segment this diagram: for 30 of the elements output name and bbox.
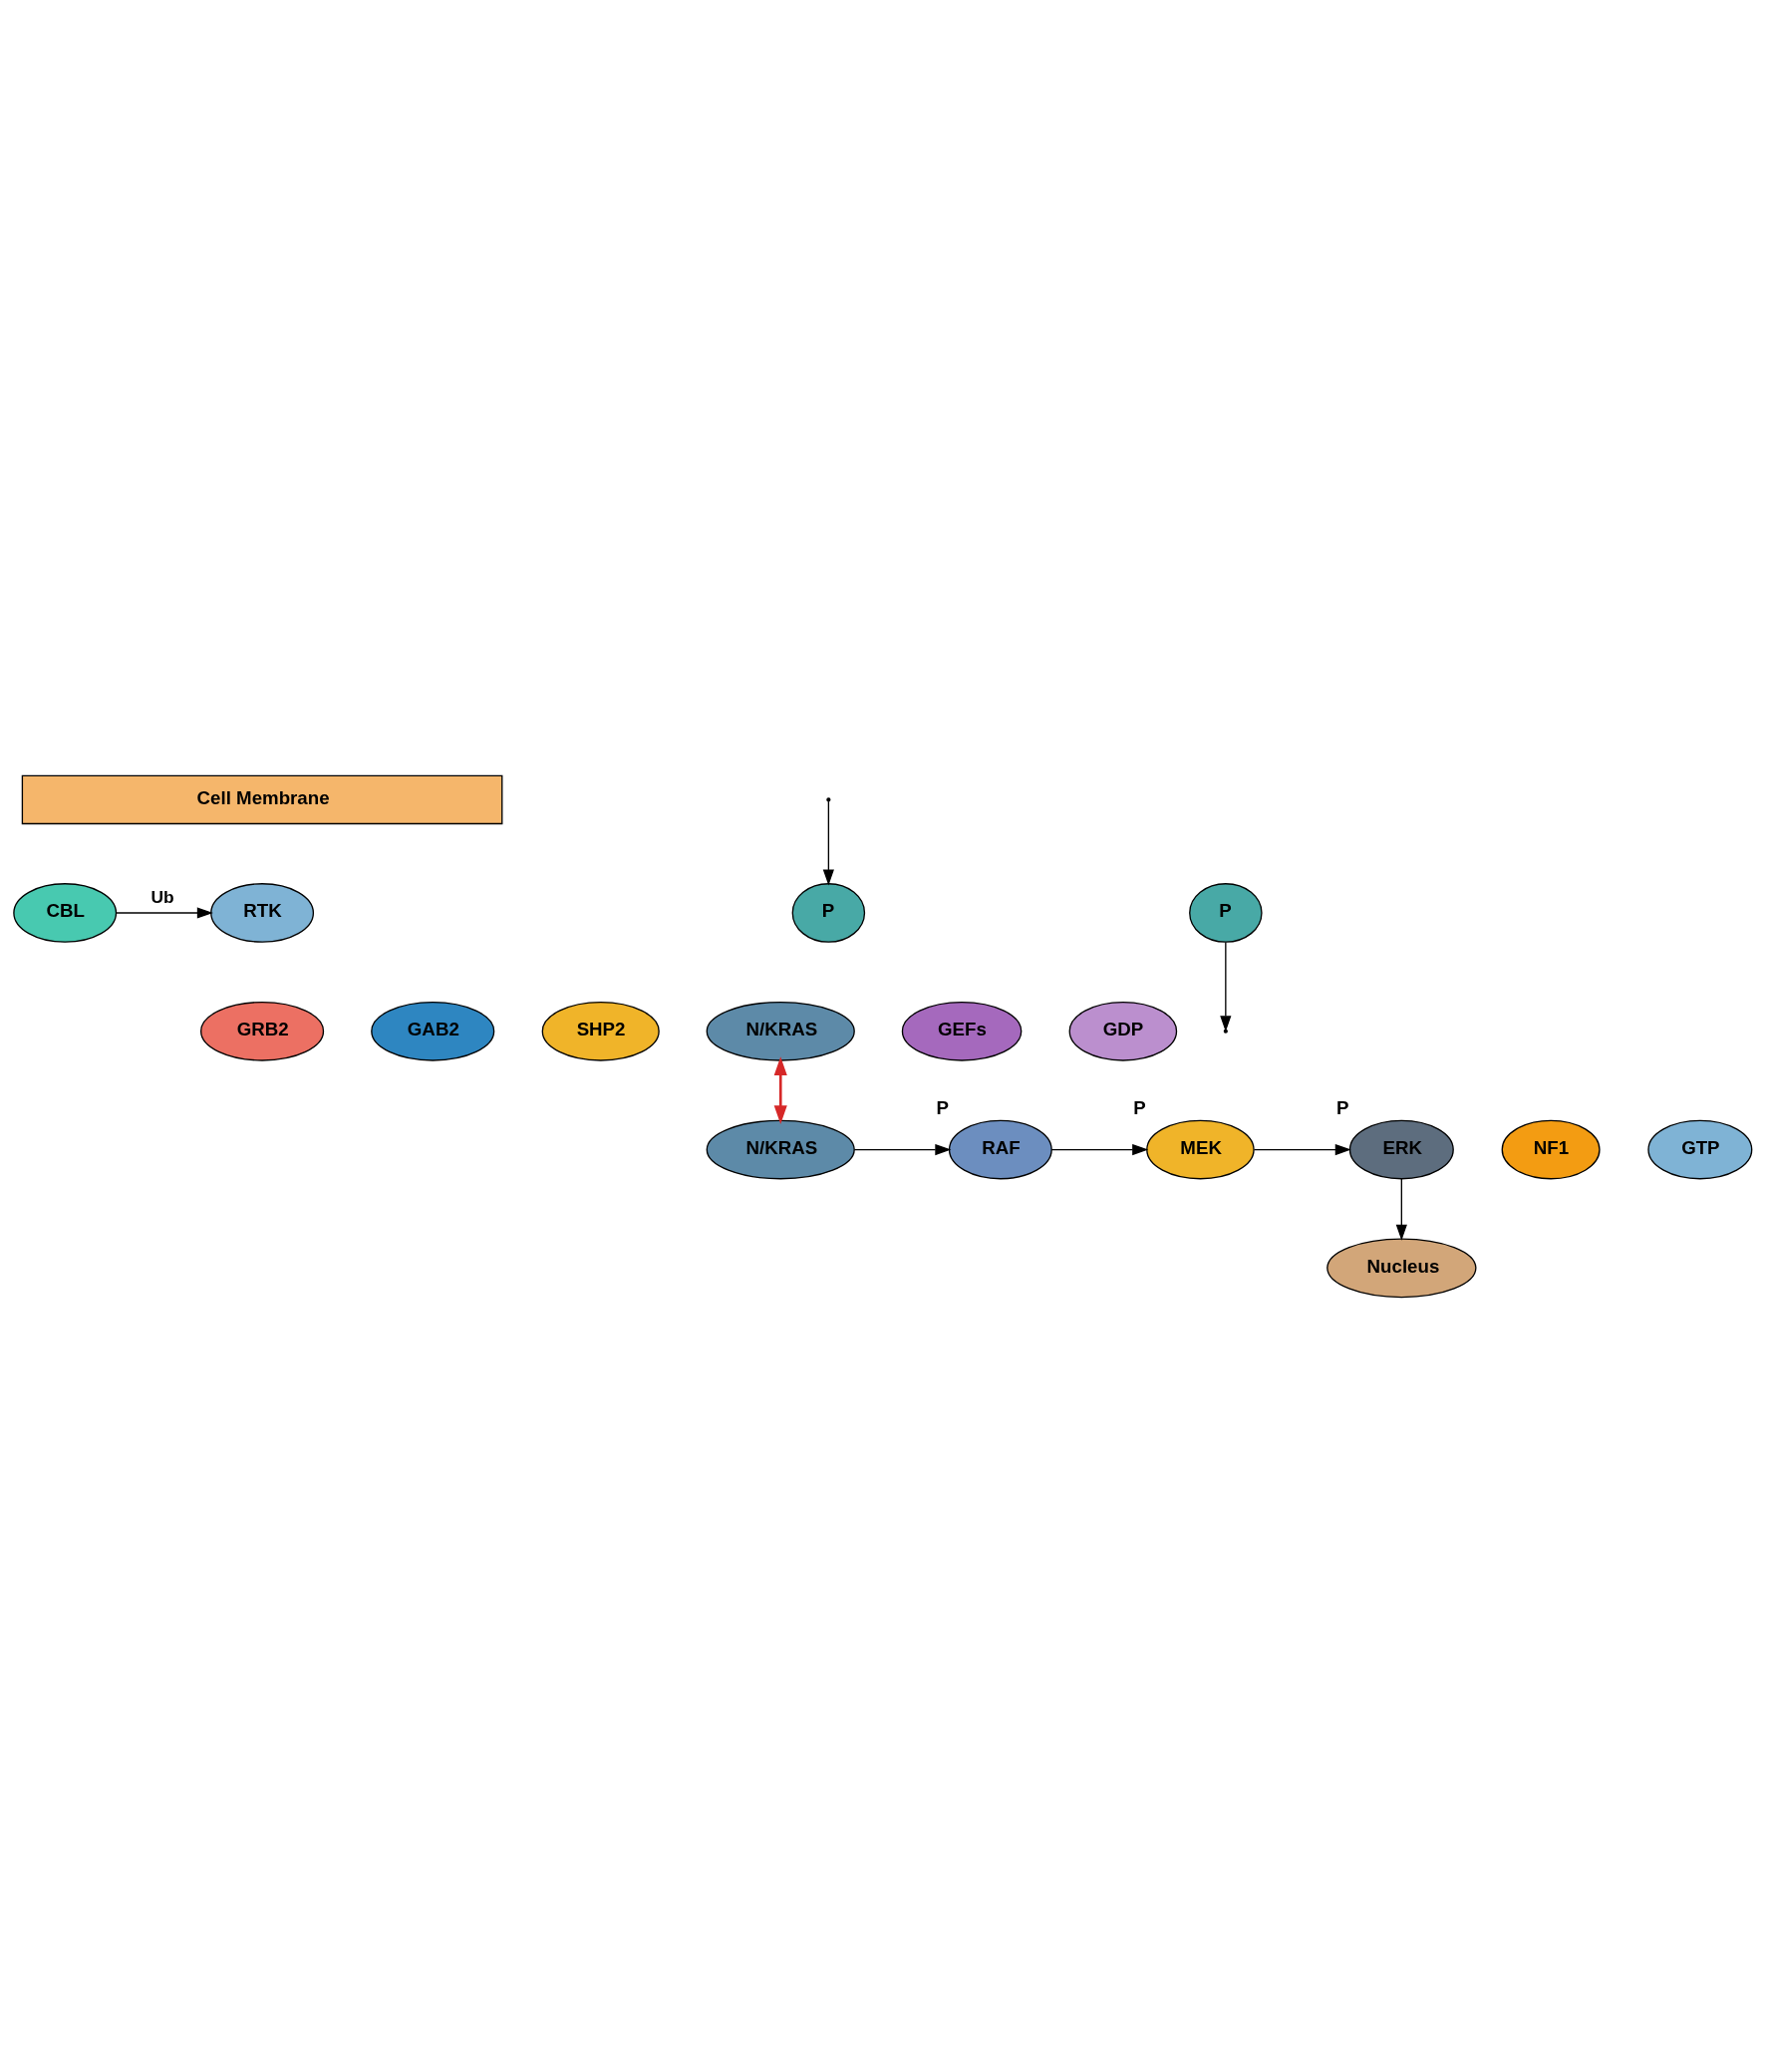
arrow [1050, 1143, 1149, 1155]
node-ellipse: CBL [13, 882, 118, 943]
arrow [1395, 1177, 1407, 1241]
arrow [1253, 1143, 1351, 1155]
node-ellipse: SHP2 [541, 1001, 660, 1061]
arrow [822, 799, 834, 885]
arrow [116, 906, 213, 919]
node-ellipse: N/KRAS [706, 1119, 855, 1179]
node-ellipse: P [1189, 882, 1263, 943]
node-ellipse: GRB2 [200, 1001, 325, 1061]
node-ellipse: GDP [1068, 1001, 1178, 1061]
node-ellipse: RTK [210, 882, 315, 943]
node-ellipse: NF1 [1501, 1119, 1601, 1179]
node-ellipse: N/KRAS [706, 1001, 855, 1061]
node-ellipse: RAF [948, 1119, 1052, 1179]
arrow [853, 1143, 952, 1155]
node-label: P [1335, 1096, 1349, 1118]
node-ellipse: GTP [1647, 1119, 1753, 1179]
node-ellipse: Nucleus [1326, 1237, 1477, 1298]
edge-label: Ub [150, 886, 174, 907]
node-ellipse: P [791, 882, 866, 943]
node-label: P [1133, 1096, 1146, 1118]
node-ellipse: GAB2 [371, 1001, 495, 1061]
node-ellipse: MEK [1146, 1119, 1255, 1179]
node-ellipse: GEFs [901, 1001, 1023, 1061]
arrow [1220, 941, 1232, 1032]
node-ellipse: ERK [1348, 1119, 1454, 1179]
node-box: Cell Membrane [21, 774, 503, 824]
arrow [773, 1055, 787, 1124]
node-label: P [936, 1096, 949, 1118]
